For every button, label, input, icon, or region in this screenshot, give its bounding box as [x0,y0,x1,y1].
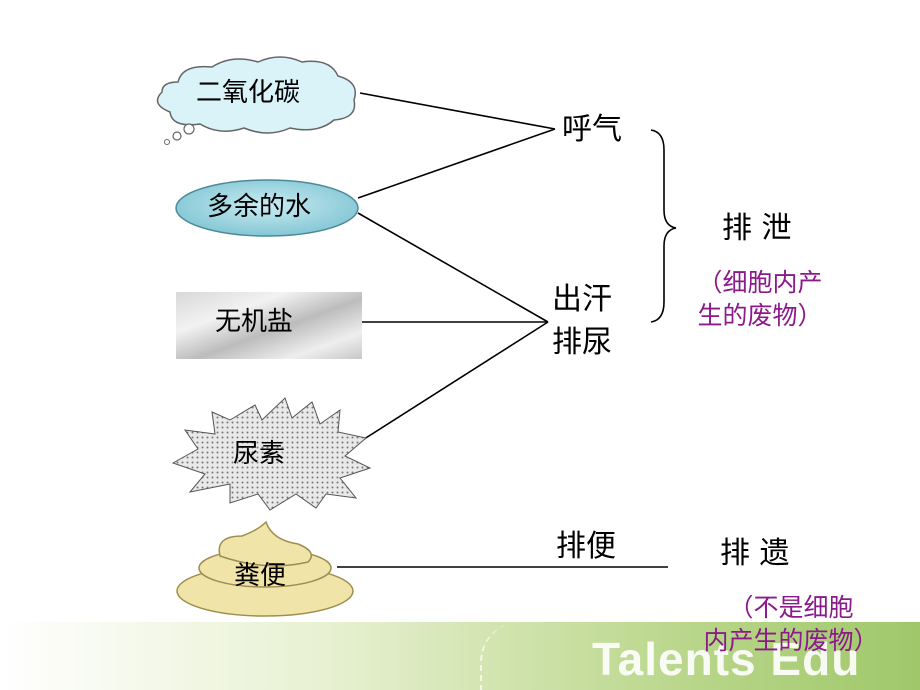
feces-label: 粪便 [234,561,287,591]
co2-cloud-shape [156,56,356,145]
sweat-label: 出汗 [552,282,612,317]
connector-lines [337,92,677,568]
feces-mound-shape [176,520,354,617]
excretion-note-line1: （细胞内产 [697,268,823,297]
footer-banner-curve [480,622,920,690]
excretion-label: 排 泄 [722,211,792,246]
line-urea-sweat [349,321,549,449]
salt-label: 无机盐 [215,307,294,337]
water-ellipse-shape [175,179,359,237]
brand-logo: Talents Edu [592,633,861,685]
urea-burst-shape [171,397,372,511]
urine-label: 排尿 [552,325,612,360]
defecation-label: 排便 [556,529,616,564]
brace [650,129,677,323]
footer-banner [0,622,920,690]
line-water-sweat [357,212,549,323]
egestion-note-line1: （不是细胞 [728,593,854,622]
egestion-note: （不是细胞 内产生的废物） [686,592,896,657]
water-label: 多余的水 [207,192,312,222]
breath-label: 呼气 [562,112,622,147]
egestion-label: 排 遗 [720,536,790,571]
line-co2-breath [359,92,556,130]
excretion-note-line2: 生的废物） [697,300,823,330]
egestion-note-line2: 内产生的废物） [703,625,879,655]
co2-label: 二氧化碳 [196,78,301,108]
excretion-note: （细胞内产 生的废物） [680,267,840,332]
salt-marble-shape [176,292,362,359]
urea-label: 尿素 [233,439,286,469]
line-water-breath [357,128,556,199]
